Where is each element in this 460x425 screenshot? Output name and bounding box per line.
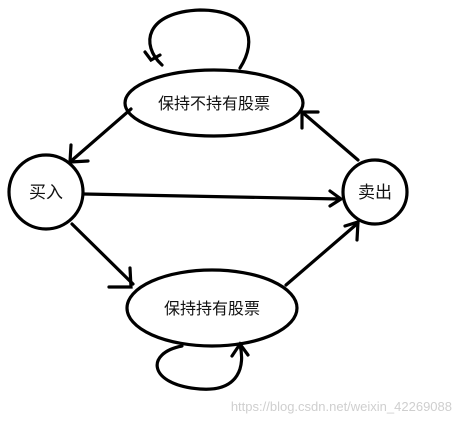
edge-sell-to-not-holding (300, 110, 360, 162)
node-buy-circle (7, 153, 85, 231)
watermark-url: https://blog.csdn.net/weixin_42269088 (231, 399, 452, 414)
node-holding: 保持持有股票 (125, 268, 299, 348)
edge-holding-to-sell (284, 219, 360, 287)
edge-buy-to-sell (82, 189, 344, 208)
node-buy-label: 买入 (29, 183, 63, 203)
node-sell-circle (341, 158, 409, 226)
node-holding-ellipse (125, 268, 299, 348)
node-holding-label: 保持持有股票 (164, 299, 260, 318)
node-sell: 卖出 (341, 158, 409, 226)
node-not-holding-label: 保持不持有股票 (158, 94, 270, 113)
node-buy: 买入 (7, 153, 85, 231)
edge-not-holding-to-buy (68, 107, 133, 164)
edge-buy-to-holding (70, 222, 135, 289)
node-not-holding-ellipse (123, 68, 305, 138)
self-loop-not-holding (143, 8, 251, 70)
node-not-holding: 保持不持有股票 (123, 68, 305, 138)
self-loop-holding (155, 341, 250, 391)
node-sell-label: 卖出 (358, 183, 392, 203)
